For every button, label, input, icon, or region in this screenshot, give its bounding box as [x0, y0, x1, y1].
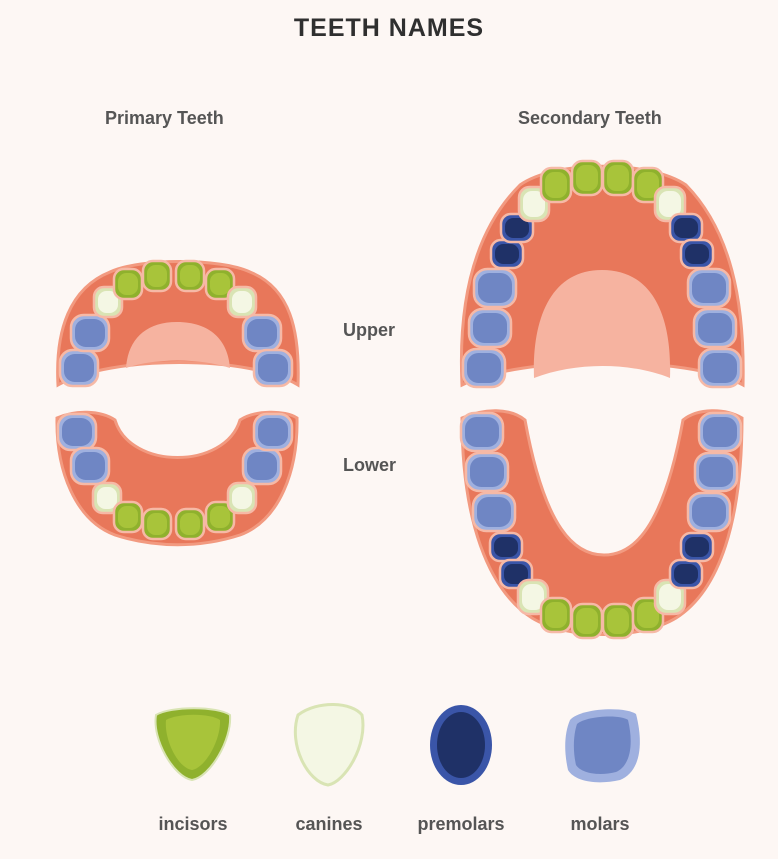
- premolar-tooth-sl3: [488, 531, 524, 563]
- secondary-upper-palate: [533, 270, 671, 378]
- molar-tooth-pl0: [56, 412, 98, 452]
- legend-label-incisors: incisors: [158, 814, 228, 834]
- incisor-tooth-pu4: [141, 259, 173, 293]
- molar-tooth-sl1: [464, 451, 510, 493]
- premolar-tooth-sl12: [679, 531, 715, 563]
- molar-tooth-pu0: [58, 348, 100, 388]
- molar-tooth-su0: [461, 347, 507, 389]
- lower-row-label: Lower: [343, 455, 397, 475]
- incisor-tooth-pl4: [141, 507, 173, 541]
- teeth-group: [56, 159, 743, 640]
- incisor-tooth-sl9: [631, 596, 665, 634]
- incisor-tooth-pl3: [112, 500, 144, 534]
- legend-label-canines: canines: [295, 814, 363, 834]
- primary-upper-palate: [126, 322, 230, 368]
- legend-molar-icon: [565, 709, 640, 783]
- premolar-tooth-sl11: [668, 558, 704, 590]
- incisor-tooth-pl6: [204, 500, 236, 534]
- premolar-tooth-su4: [499, 212, 535, 244]
- incisor-tooth-su7: [570, 159, 604, 197]
- secondary-teeth-heading: Secondary Teeth: [518, 108, 662, 128]
- primary-teeth-heading: Primary Teeth: [105, 108, 224, 128]
- incisor-tooth-sl7: [570, 602, 604, 640]
- molar-tooth-pl1: [69, 446, 111, 486]
- molar-tooth-su14: [692, 307, 738, 349]
- molar-tooth-sl2: [471, 491, 517, 533]
- molar-tooth-sl14: [693, 451, 739, 493]
- molar-tooth-sl13: [686, 491, 732, 533]
- upper-row-label: Upper: [343, 320, 396, 340]
- legend-incisor-icon: [154, 707, 232, 782]
- incisor-tooth-su8: [601, 159, 635, 197]
- molar-tooth-sl15: [697, 411, 743, 453]
- legend-label-molars: molars: [570, 814, 630, 834]
- premolar-tooth-su3: [489, 238, 525, 270]
- canine-tooth-su10: [653, 185, 687, 223]
- incisor-tooth-pl5: [174, 507, 206, 541]
- incisor-tooth-pu5: [174, 259, 206, 293]
- canine-tooth-pu7: [226, 285, 258, 319]
- incisor-tooth-su6: [539, 166, 573, 204]
- molar-tooth-su13: [686, 267, 732, 309]
- molar-tooth-pl8: [241, 446, 283, 486]
- canine-tooth-pl7: [226, 481, 258, 515]
- page-title: TEETH NAMES: [293, 14, 485, 42]
- legend-canine-icon: [293, 703, 365, 787]
- molar-tooth-su1: [467, 307, 513, 349]
- legend-premolar-icon: [430, 705, 492, 785]
- incisor-tooth-sl8: [601, 602, 635, 640]
- incisor-tooth-sl6: [539, 596, 573, 634]
- molar-tooth-pu1: [69, 313, 111, 353]
- molar-tooth-pu8: [241, 313, 283, 353]
- premolar-tooth-su12: [679, 238, 715, 270]
- incisor-tooth-pu6: [204, 267, 236, 301]
- legend-label-premolars: premolars: [417, 814, 505, 834]
- premolar-tooth-su11: [668, 212, 704, 244]
- molar-tooth-su15: [697, 347, 743, 389]
- canine-tooth-pl2: [91, 481, 123, 515]
- molar-tooth-sl0: [459, 411, 505, 453]
- molar-tooth-su2: [472, 267, 518, 309]
- incisor-tooth-pu3: [112, 267, 144, 301]
- molar-tooth-pu9: [252, 348, 294, 388]
- molar-tooth-pl9: [252, 412, 294, 452]
